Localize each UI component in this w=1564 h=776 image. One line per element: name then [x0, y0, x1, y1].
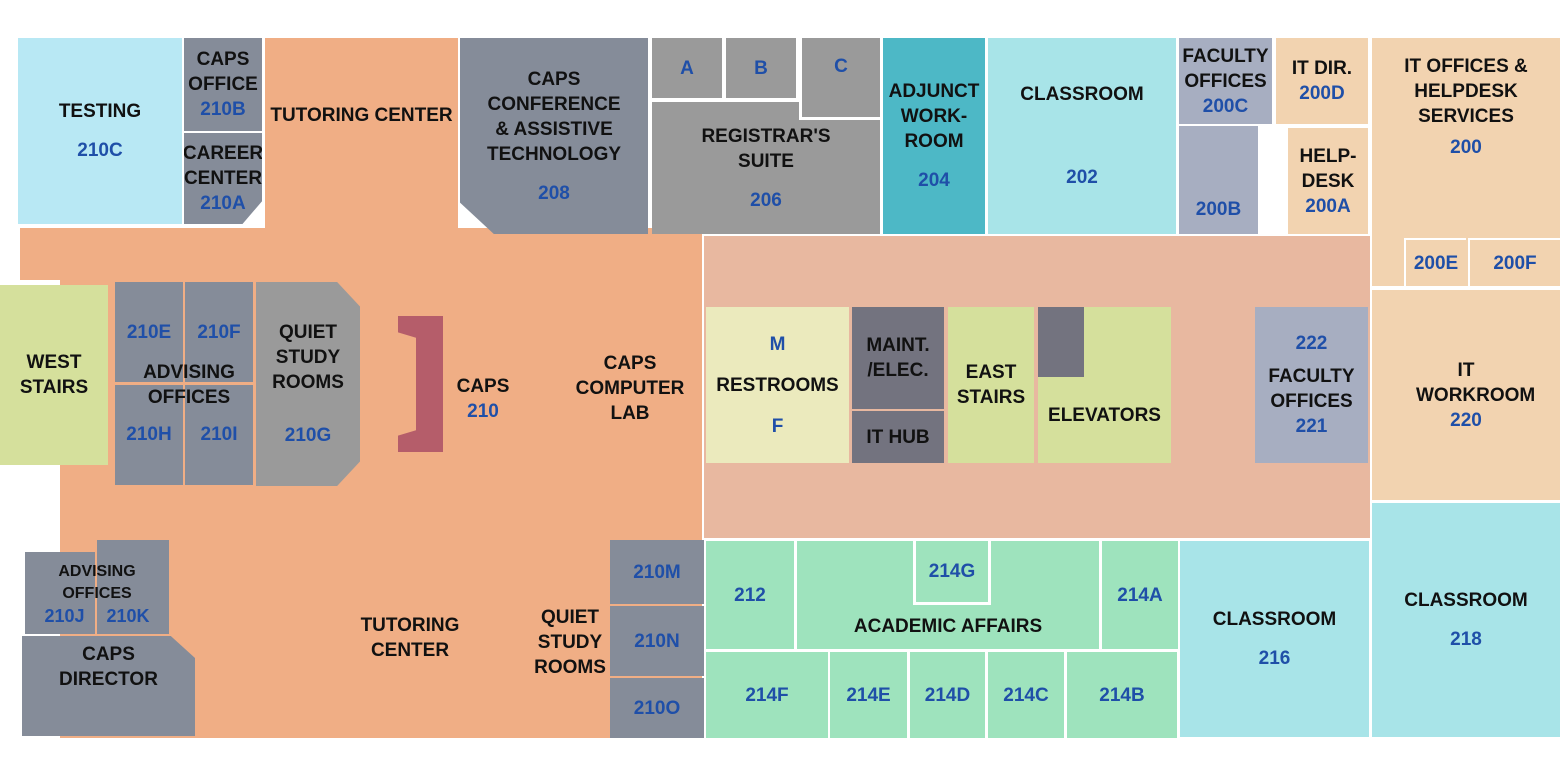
room-214d[interactable]: 214D: [910, 652, 985, 738]
quiet-study-rooms-label: QUIET STUDY ROOMS: [534, 606, 606, 678]
room-b[interactable]: B: [726, 38, 796, 98]
room-210f[interactable]: 210F: [185, 282, 253, 382]
caps-computer-lab[interactable]: CAPS COMPUTER LAB: [575, 352, 685, 424]
room-200f[interactable]: 200F: [1468, 238, 1560, 286]
room-210i[interactable]: 210I: [185, 385, 253, 485]
room-214f[interactable]: 214F: [706, 652, 828, 738]
room-214c[interactable]: 214C: [988, 652, 1064, 738]
room-210m[interactable]: 210M: [610, 540, 704, 604]
room-210o[interactable]: 210O: [610, 678, 704, 738]
east-stairs[interactable]: EAST STAIRS: [948, 307, 1034, 463]
west-stairs[interactable]: WEST STAIRS: [0, 285, 108, 465]
room-it-hub[interactable]: IT HUB: [852, 411, 944, 463]
room-210e[interactable]: 210E: [115, 282, 183, 382]
room-214a[interactable]: 214A: [1102, 541, 1178, 649]
room-it-director[interactable]: IT DIR.200D: [1276, 38, 1368, 124]
elevator-shaft: [1038, 307, 1084, 377]
room-200e[interactable]: 200E: [1404, 238, 1466, 286]
tutoring-center-bottom[interactable]: TUTORING CENTER: [360, 615, 460, 661]
room-a[interactable]: A: [652, 38, 722, 98]
room-c[interactable]: C: [799, 38, 880, 120]
room-200b[interactable]: 200B: [1179, 126, 1258, 234]
room-214e[interactable]: 214E: [830, 652, 907, 738]
room-caps-director[interactable]: CAPS DIRECTOR: [22, 636, 195, 736]
advising-offices-label: ADVISING OFFICES: [143, 362, 235, 408]
tutoring-center-top[interactable]: TUTORING CENTER: [265, 38, 458, 233]
room-212[interactable]: 212: [706, 541, 794, 649]
room-210j[interactable]: [25, 552, 95, 634]
room-214g[interactable]: 214G: [913, 541, 991, 605]
room-210n[interactable]: 210N: [610, 606, 704, 676]
room-210h[interactable]: 210H: [115, 385, 183, 485]
room-maint-elec[interactable]: MAINT. /ELEC.: [852, 307, 944, 409]
room-214b[interactable]: 214B: [1067, 652, 1177, 738]
room-210k[interactable]: [97, 540, 169, 634]
